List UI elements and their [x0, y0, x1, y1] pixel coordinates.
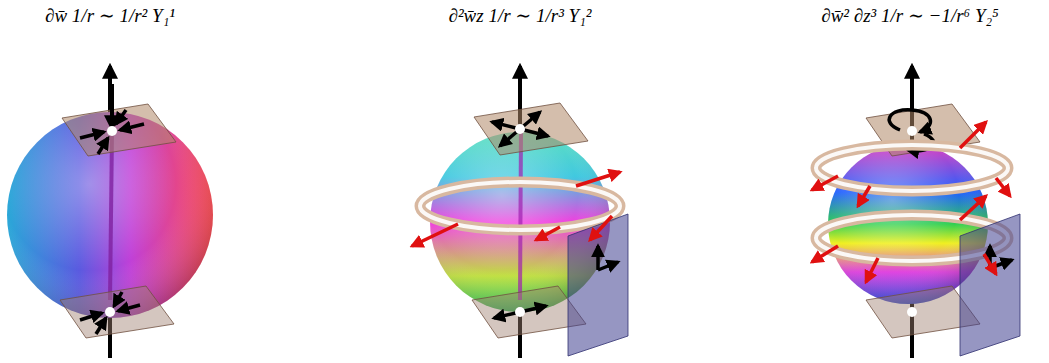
sphere-one [7, 66, 213, 358]
formula-title: ∂w̄² ∂z³ 1/r ∼ −1/r⁶ Y₂⁵ [821, 4, 998, 27]
formula-title: ∂²w̄z 1/r ∼ 1/r³ Y₁² [449, 4, 592, 27]
formula-title: ∂w̄ 1/r ∼ 1/r² Y₁¹ [45, 4, 175, 27]
sphere-three [812, 66, 1020, 358]
sphere-two [412, 66, 628, 358]
